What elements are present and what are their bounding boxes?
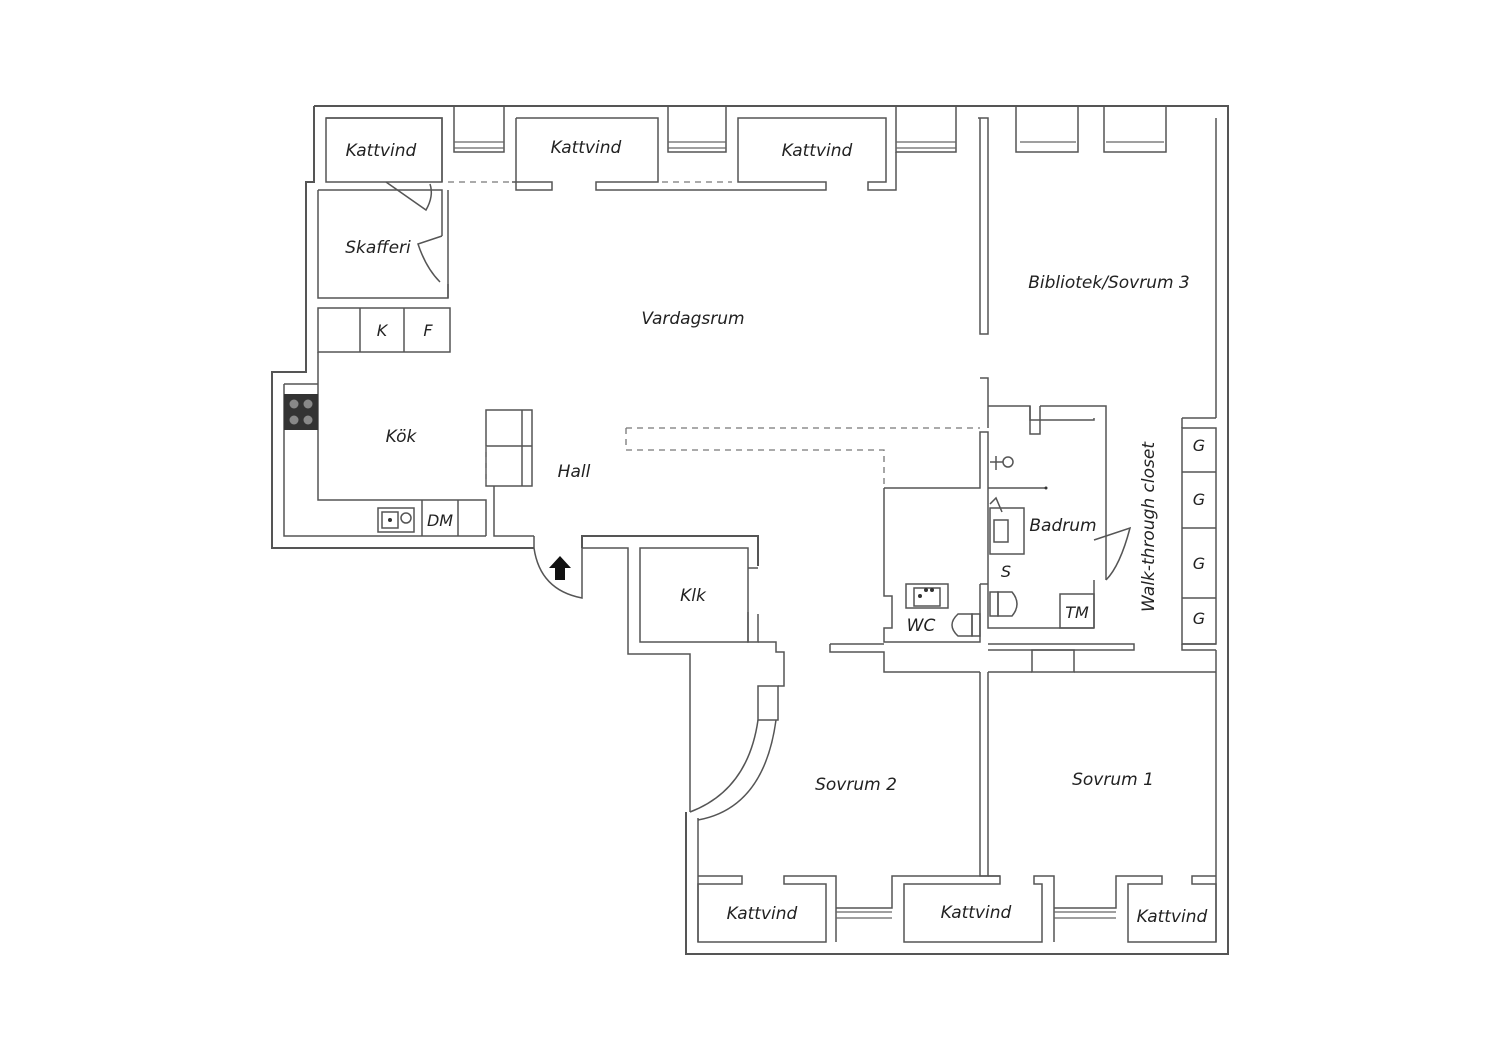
- shower-icon: [988, 456, 1048, 490]
- wc-toilet-icon: [951, 613, 981, 637]
- label-kattvind-top-2: Kattvind: [551, 138, 622, 158]
- label-g4: G: [1193, 609, 1205, 628]
- badrum-sink-icon: [989, 496, 1025, 555]
- label-kattvind-top-1: Kattvind: [346, 141, 417, 161]
- label-g3: G: [1193, 554, 1205, 573]
- label-skafferi: Skafferi: [345, 238, 411, 258]
- label-g1: G: [1193, 436, 1205, 455]
- label-k: K: [377, 321, 389, 340]
- label-wc: WC: [907, 616, 936, 636]
- wc-sink-icon: [905, 583, 949, 609]
- label-kattvind-bottom-2: Kattvind: [941, 903, 1012, 923]
- bottom-bays: [697, 875, 1217, 943]
- label-sovrum-2: Sovrum 2: [815, 775, 897, 795]
- label-hall: Hall: [558, 462, 591, 482]
- label-kattvind-top-3: Kattvind: [782, 141, 853, 161]
- label-sovrum-1: Sovrum 1: [1072, 770, 1154, 790]
- label-kattvind-bottom-3: Kattvind: [1137, 907, 1208, 927]
- room-labels: Kattvind Kattvind Kattvind Skafferi Vard…: [345, 138, 1207, 927]
- label-kattvind-bottom-1: Kattvind: [727, 904, 798, 924]
- label-tm: TM: [1065, 603, 1089, 622]
- label-bibliotek: Bibliotek/Sovrum 3: [1028, 273, 1190, 293]
- stove-icon: [284, 394, 318, 430]
- label-dm: DM: [427, 511, 453, 530]
- label-klk: Klk: [680, 586, 707, 606]
- label-vardagsrum: Vardagsrum: [641, 309, 744, 329]
- label-badrum: Badrum: [1029, 516, 1096, 536]
- toilet-icon: [989, 591, 1018, 617]
- sink-icon: [377, 507, 415, 533]
- label-f: F: [423, 321, 433, 340]
- top-bays: [325, 117, 1164, 191]
- fixture-labels: K F DM S TM G G G G: [377, 321, 1205, 629]
- label-s: S: [1001, 562, 1011, 581]
- label-g2: G: [1193, 490, 1205, 509]
- entrance-arrow-icon: [549, 556, 571, 580]
- interior-walls: [283, 117, 1217, 877]
- label-walk-through-closet: Walk-through closet: [1139, 441, 1159, 612]
- label-kok: Kök: [386, 427, 418, 447]
